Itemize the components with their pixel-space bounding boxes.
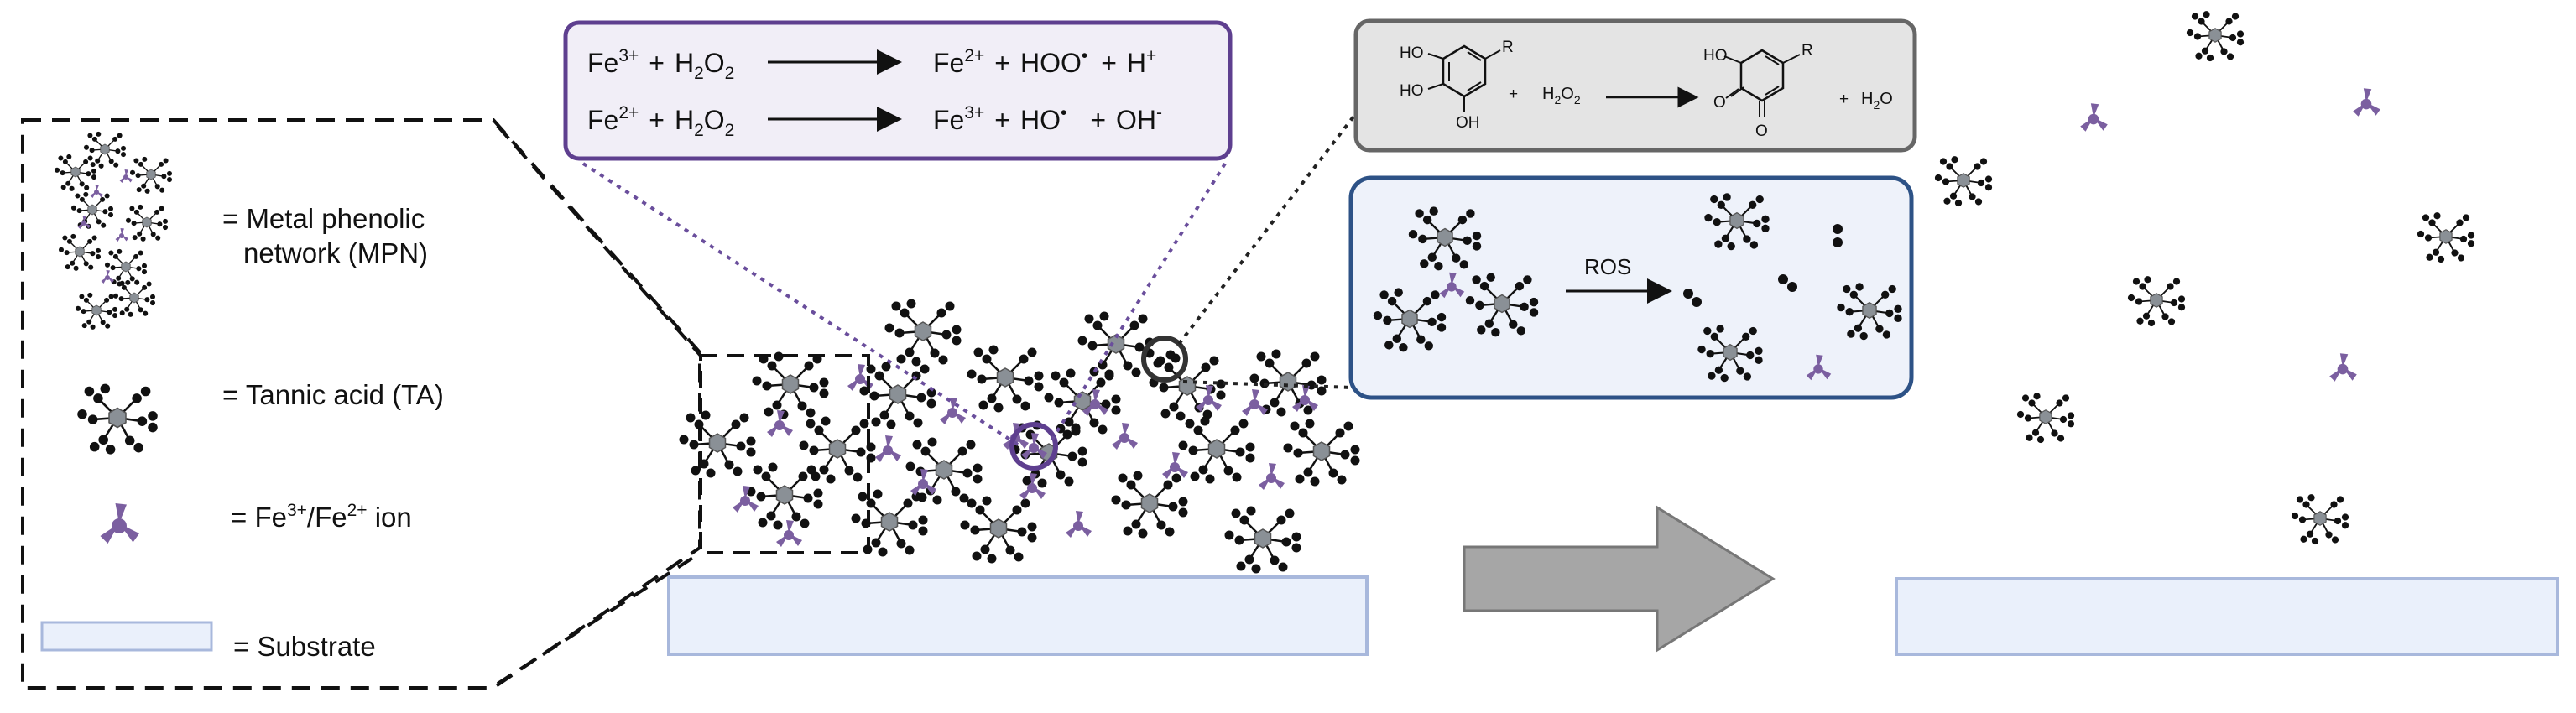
legend-substrate-label: = Substrate — [233, 631, 376, 662]
svg-text:R: R — [1502, 39, 1514, 56]
mpn-zoom-box — [699, 354, 870, 554]
ros-arrow-label: ROS — [1584, 254, 1631, 279]
legend: = Metal phenolic network (MPN) = Tannic … — [21, 118, 701, 690]
mpn-cluster-icon — [54, 131, 173, 330]
legend-mpn-label-line1: = Metal phenolic — [222, 203, 425, 234]
quinone-oxidant: H2O2 — [1542, 85, 1581, 107]
fenton-site-marker — [1009, 422, 1058, 471]
right-substrate — [1895, 577, 2559, 656]
quinone-plus-1: + — [1509, 86, 1518, 103]
legend-ta-label: = Tannic acid (TA) — [222, 379, 444, 410]
substrate-icon — [40, 621, 213, 652]
quinone-plus-2: + — [1839, 91, 1849, 108]
legend-mpn-label-line2: network (MPN) — [243, 237, 428, 268]
zoom-line-upper — [496, 124, 702, 357]
fenton-callout-line-right — [1047, 162, 1227, 446]
quinone-water: H2O — [1861, 90, 1893, 112]
fenton-reaction-1: Fe3++H2O2 Fe2++HOO•+H+ — [587, 46, 1156, 83]
process-arrow-icon — [1463, 505, 1776, 653]
oxidation-site-marker — [1141, 336, 1188, 383]
pyrogallol-structure: HO HO OH R — [1400, 39, 1514, 132]
svg-text:HO: HO — [1400, 44, 1424, 62]
svg-text:OH: OH — [1456, 114, 1480, 132]
legend-fe-label: = Fe3+/Fe2+ ion — [231, 501, 412, 533]
svg-text:O: O — [1713, 94, 1726, 112]
svg-text:HO: HO — [1703, 47, 1728, 65]
iron-ion-icon — [100, 503, 139, 544]
svg-text:Fe3++HO•+OH-: Fe3++HO•+OH- — [933, 103, 1162, 135]
released-fragments — [1933, 10, 2476, 546]
degraded-panel — [1895, 10, 2559, 656]
fenton-reaction-box: Fe3++H2O2 Fe2++HOO•+H+ Fe2++H2O2 Fe3++HO… — [563, 20, 1233, 161]
left-substrate — [667, 575, 1369, 656]
ros-callout-line — [1182, 380, 1353, 389]
ros-box: ROS — [1348, 175, 1914, 400]
svg-text:Fe2++H2O2: Fe2++H2O2 — [587, 103, 734, 140]
svg-text:Fe2++HOO•+H+: Fe2++HOO•+H+ — [933, 46, 1156, 78]
tannic-acid-icon — [76, 383, 159, 455]
quinone-structure: HO O O R — [1703, 42, 1813, 140]
svg-text:Fe3++H2O2: Fe3++H2O2 — [587, 46, 734, 83]
svg-text:HO: HO — [1400, 82, 1424, 100]
svg-text:O: O — [1755, 122, 1768, 140]
zoom-line-lower — [496, 551, 702, 685]
mpn-network — [678, 298, 1361, 575]
quinone-reaction-box: HO HO OH R + H2O2 HO O O R + H2O — [1353, 18, 1917, 153]
mpn-coating-panel — [496, 107, 1369, 685]
svg-text:R: R — [1802, 42, 1813, 60]
fenton-reaction-2: Fe2++H2O2 Fe3++HO•+OH- — [587, 103, 1162, 140]
